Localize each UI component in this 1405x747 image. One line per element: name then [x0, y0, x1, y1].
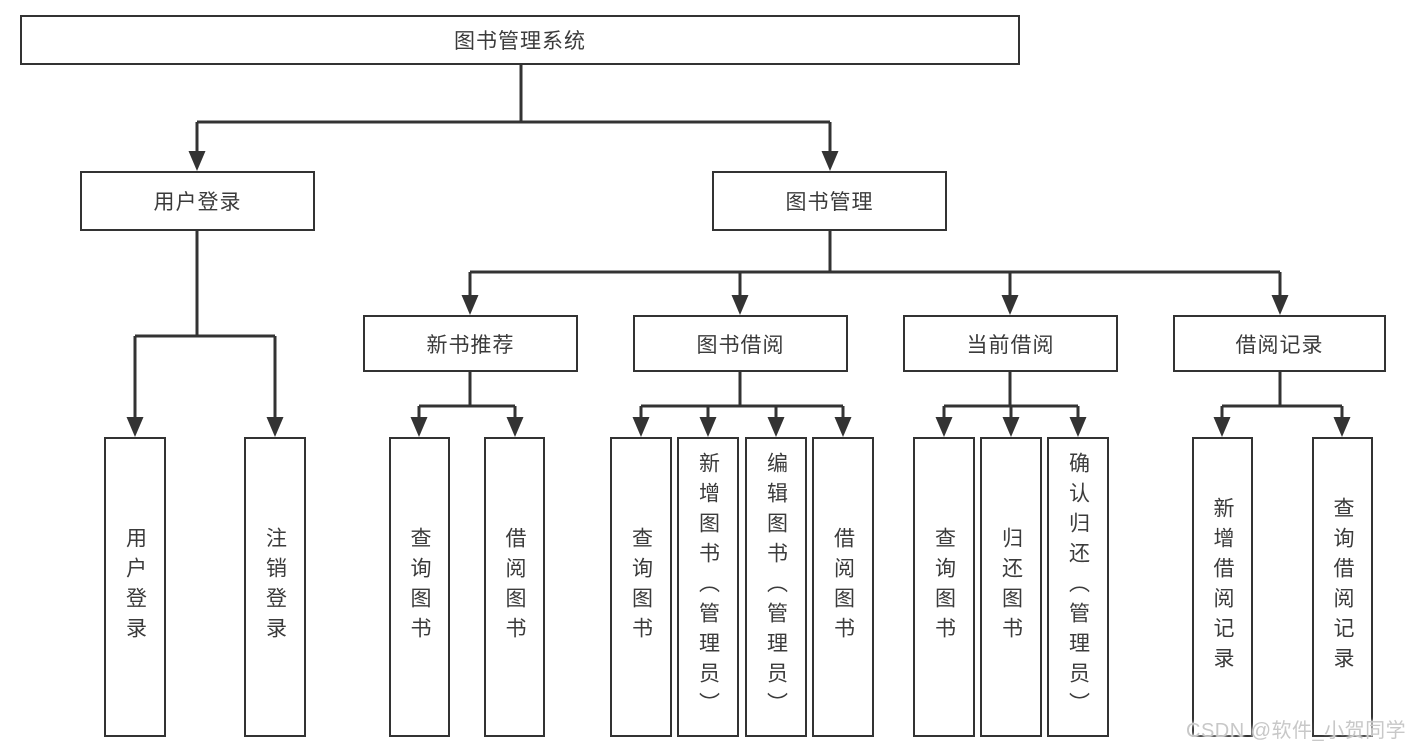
arrowhead-icon	[1271, 295, 1289, 315]
node-label: 新书推荐	[426, 333, 515, 357]
arrowhead-icon	[935, 417, 953, 437]
node-label: 图书管理系统	[454, 30, 586, 53]
leaf-borrow-books: 借阅图书	[812, 437, 874, 737]
arrowhead-icon	[731, 295, 749, 315]
node-label: 归还图书	[999, 527, 1023, 647]
leaf-query-books-current: 查询图书	[913, 437, 975, 737]
node-label: 注销登录	[263, 527, 287, 647]
leaf-borrow-books-recommend: 借阅图书	[484, 437, 545, 737]
arrowhead-icon	[506, 417, 524, 437]
node-label: 借阅记录	[1235, 333, 1324, 357]
node-label: 编辑图书（管理员）	[764, 452, 788, 722]
node-borrow-records: 借阅记录	[1173, 315, 1386, 372]
node-label: 确认归还（管理员）	[1066, 452, 1090, 722]
arrowhead-icon	[1001, 295, 1019, 315]
node-label: 查询借阅记录	[1331, 497, 1354, 677]
node-label: 当前借阅	[966, 333, 1055, 357]
node-label: 图书管理	[785, 191, 874, 214]
arrowhead-icon	[410, 417, 428, 437]
node-label: 查询图书	[932, 527, 956, 647]
arrowhead-icon	[1333, 417, 1351, 437]
node-label: 图书借阅	[696, 333, 785, 357]
leaf-add-borrow-record: 新增借阅记录	[1192, 437, 1253, 737]
node-label: 用户登录	[123, 527, 147, 647]
arrowhead-icon	[1002, 417, 1020, 437]
node-label: 查询图书	[629, 527, 653, 647]
leaf-user-login: 用户登录	[104, 437, 166, 737]
node-label: 借阅图书	[503, 527, 526, 647]
arrowhead-icon	[699, 417, 717, 437]
leaf-logout: 注销登录	[244, 437, 306, 737]
arrowhead-icon	[821, 151, 839, 171]
arrowhead-icon	[126, 417, 144, 437]
leaf-query-borrow-record: 查询借阅记录	[1312, 437, 1373, 737]
node-label: 新增借阅记录	[1211, 497, 1234, 677]
arrowhead-icon	[188, 151, 206, 171]
node-book-borrow: 图书借阅	[633, 315, 848, 372]
arrowhead-icon	[1069, 417, 1087, 437]
node-label: 用户登录	[153, 191, 242, 214]
node-label: 借阅图书	[831, 527, 855, 647]
arrowhead-icon	[266, 417, 284, 437]
csdn-watermark: CSDN @软件_小贺同学	[1186, 720, 1405, 742]
node-book-management: 图书管理	[712, 171, 947, 231]
leaf-return-books: 归还图书	[980, 437, 1042, 737]
leaf-query-books-borrow: 查询图书	[610, 437, 672, 737]
arrowhead-icon	[767, 417, 785, 437]
arrowhead-icon	[834, 417, 852, 437]
leaf-confirm-return-admin: 确认归还（管理员）	[1047, 437, 1109, 737]
leaf-query-books-recommend: 查询图书	[389, 437, 450, 737]
node-current-borrow: 当前借阅	[903, 315, 1118, 372]
node-label: 查询图书	[408, 527, 431, 647]
arrowhead-icon	[1213, 417, 1231, 437]
leaf-add-books-admin: 新增图书（管理员）	[677, 437, 739, 737]
node-library-system: 图书管理系统	[20, 15, 1020, 65]
arrowhead-icon	[632, 417, 650, 437]
arrowhead-icon	[461, 295, 479, 315]
leaf-edit-books-admin: 编辑图书（管理员）	[745, 437, 807, 737]
node-user-login: 用户登录	[80, 171, 315, 231]
node-label: 新增图书（管理员）	[696, 452, 720, 722]
node-new-book-recommend: 新书推荐	[363, 315, 578, 372]
